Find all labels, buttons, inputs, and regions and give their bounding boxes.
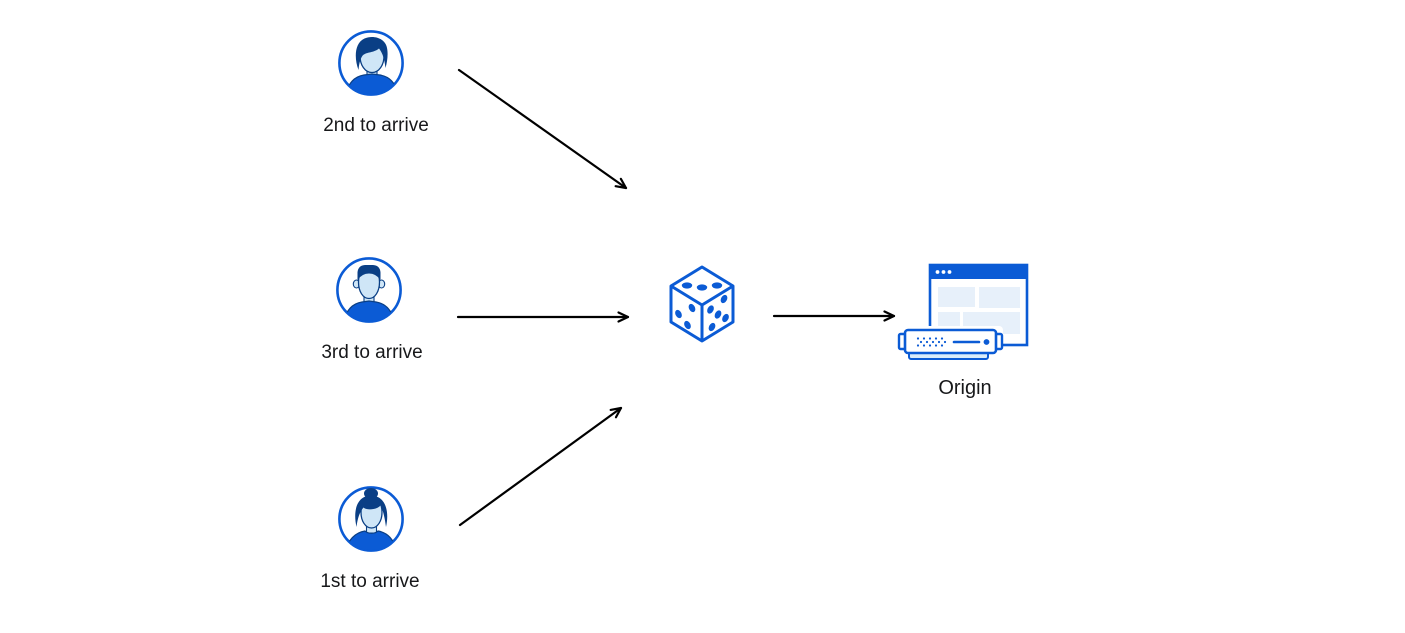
client-node-1st: 1st to arrive xyxy=(320,484,420,592)
client-node-2nd: 2nd to arrive xyxy=(323,28,429,136)
client-node-3rd: 3rd to arrive xyxy=(321,255,423,363)
client-label-1st: 1st to arrive xyxy=(320,571,420,592)
origin-server-icon xyxy=(897,263,1029,362)
dice-icon xyxy=(669,265,735,343)
client-label-2nd: 2nd to arrive xyxy=(323,115,429,136)
user-man-wavy-hair-avatar-icon xyxy=(338,30,404,96)
server-unit-icon xyxy=(897,326,1004,362)
arrow-1st-to-dice xyxy=(458,406,623,527)
client-label-3rd: 3rd to arrive xyxy=(321,342,423,363)
arrow-2nd-to-dice xyxy=(457,68,628,190)
user-man-flat-top-avatar-icon xyxy=(336,257,402,323)
origin-node: Origin xyxy=(895,258,1030,399)
random-selector-node xyxy=(666,263,738,343)
origin-label: Origin xyxy=(938,377,992,399)
user-woman-bun-avatar-icon xyxy=(338,486,404,552)
